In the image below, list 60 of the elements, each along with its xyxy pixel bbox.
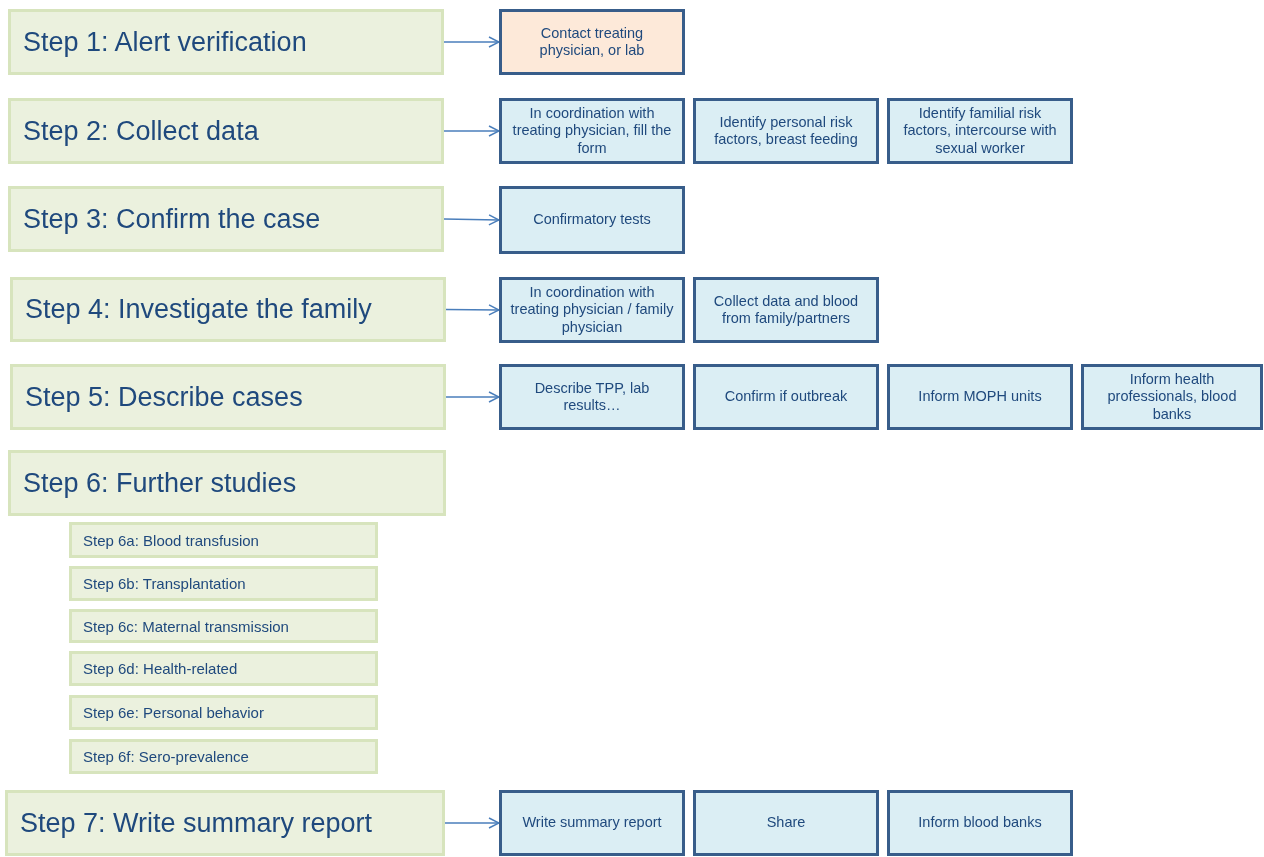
- step-box: [10, 277, 446, 342]
- action-text: Describe TPP, lab results…: [533, 379, 651, 415]
- action-box: [499, 790, 685, 856]
- step-label: Step 2: Collect data: [23, 115, 259, 147]
- action-text: Share: [766, 814, 806, 832]
- action-box: [499, 364, 685, 430]
- step-label: Step 7: Write summary report: [20, 807, 373, 839]
- action-text: In coordination with treating physician / family physician: [509, 283, 675, 337]
- step-label: Step 1: Alert verification: [23, 26, 307, 58]
- action-text: Inform health professionals, blood banks: [1106, 370, 1238, 424]
- step-label: Step 6b: Transplantation: [83, 575, 246, 592]
- action-box: [693, 98, 879, 164]
- action-box: [499, 98, 685, 164]
- substep-box: [69, 695, 378, 730]
- action-text: Contact treating physician, or lab: [538, 24, 646, 60]
- action-box: [887, 98, 1073, 164]
- action-box: [887, 364, 1073, 430]
- action-box: [693, 277, 879, 343]
- step-box: [8, 98, 444, 164]
- substep-box: [69, 651, 378, 686]
- action-text: Identify familial risk factors, intercourse with sexual worker: [902, 104, 1058, 158]
- substep-box: [69, 609, 378, 643]
- step-label: Step 6: Further studies: [23, 467, 297, 499]
- substep-box: [69, 522, 378, 558]
- action-text: Inform blood banks: [918, 814, 1042, 832]
- step-label: Step 5: Describe cases: [25, 381, 303, 413]
- step-label: Step 6c: Maternal transmission: [83, 617, 289, 635]
- action-text: In coordination with treating physician, fill the form: [511, 104, 673, 158]
- arrow: [443, 36, 500, 48]
- step-label: Step 6f: Sero-prevalence: [83, 748, 249, 765]
- action-text: Inform MOPH units: [918, 388, 1042, 406]
- step-label: Step 6a: Blood transfusion: [83, 531, 259, 549]
- arrow: [445, 304, 500, 316]
- step-box: [8, 186, 444, 252]
- substep-box: [69, 566, 378, 601]
- action-box: [693, 364, 879, 430]
- action-box: [693, 790, 879, 856]
- action-text: Confirm if outbreak: [724, 388, 848, 406]
- step-label: Step 3: Confirm the case: [23, 203, 321, 235]
- action-box: [1081, 364, 1263, 430]
- action-box: [499, 9, 685, 75]
- action-box: [499, 186, 685, 254]
- action-text: Confirmatory tests: [533, 211, 651, 229]
- action-text: Write summary report: [522, 814, 662, 832]
- arrow: [443, 214, 500, 226]
- substep-box: [69, 739, 378, 774]
- step-box: [10, 364, 446, 430]
- action-text: Identify personal risk factors, breast feeding: [713, 113, 859, 149]
- step-box: [8, 9, 444, 75]
- action-box: [499, 277, 685, 343]
- step-label: Step 6e: Personal behavior: [83, 704, 264, 721]
- step-label: Step 4: Investigate the family: [25, 294, 372, 325]
- action-box: [887, 790, 1073, 856]
- arrow: [444, 817, 500, 829]
- step-box: [5, 790, 445, 856]
- arrow: [443, 125, 500, 137]
- action-text: Collect data and blood from family/partners: [712, 292, 860, 328]
- step-box: [8, 450, 446, 516]
- step-label: Step 6d: Health-related: [83, 660, 238, 677]
- arrow: [445, 391, 500, 403]
